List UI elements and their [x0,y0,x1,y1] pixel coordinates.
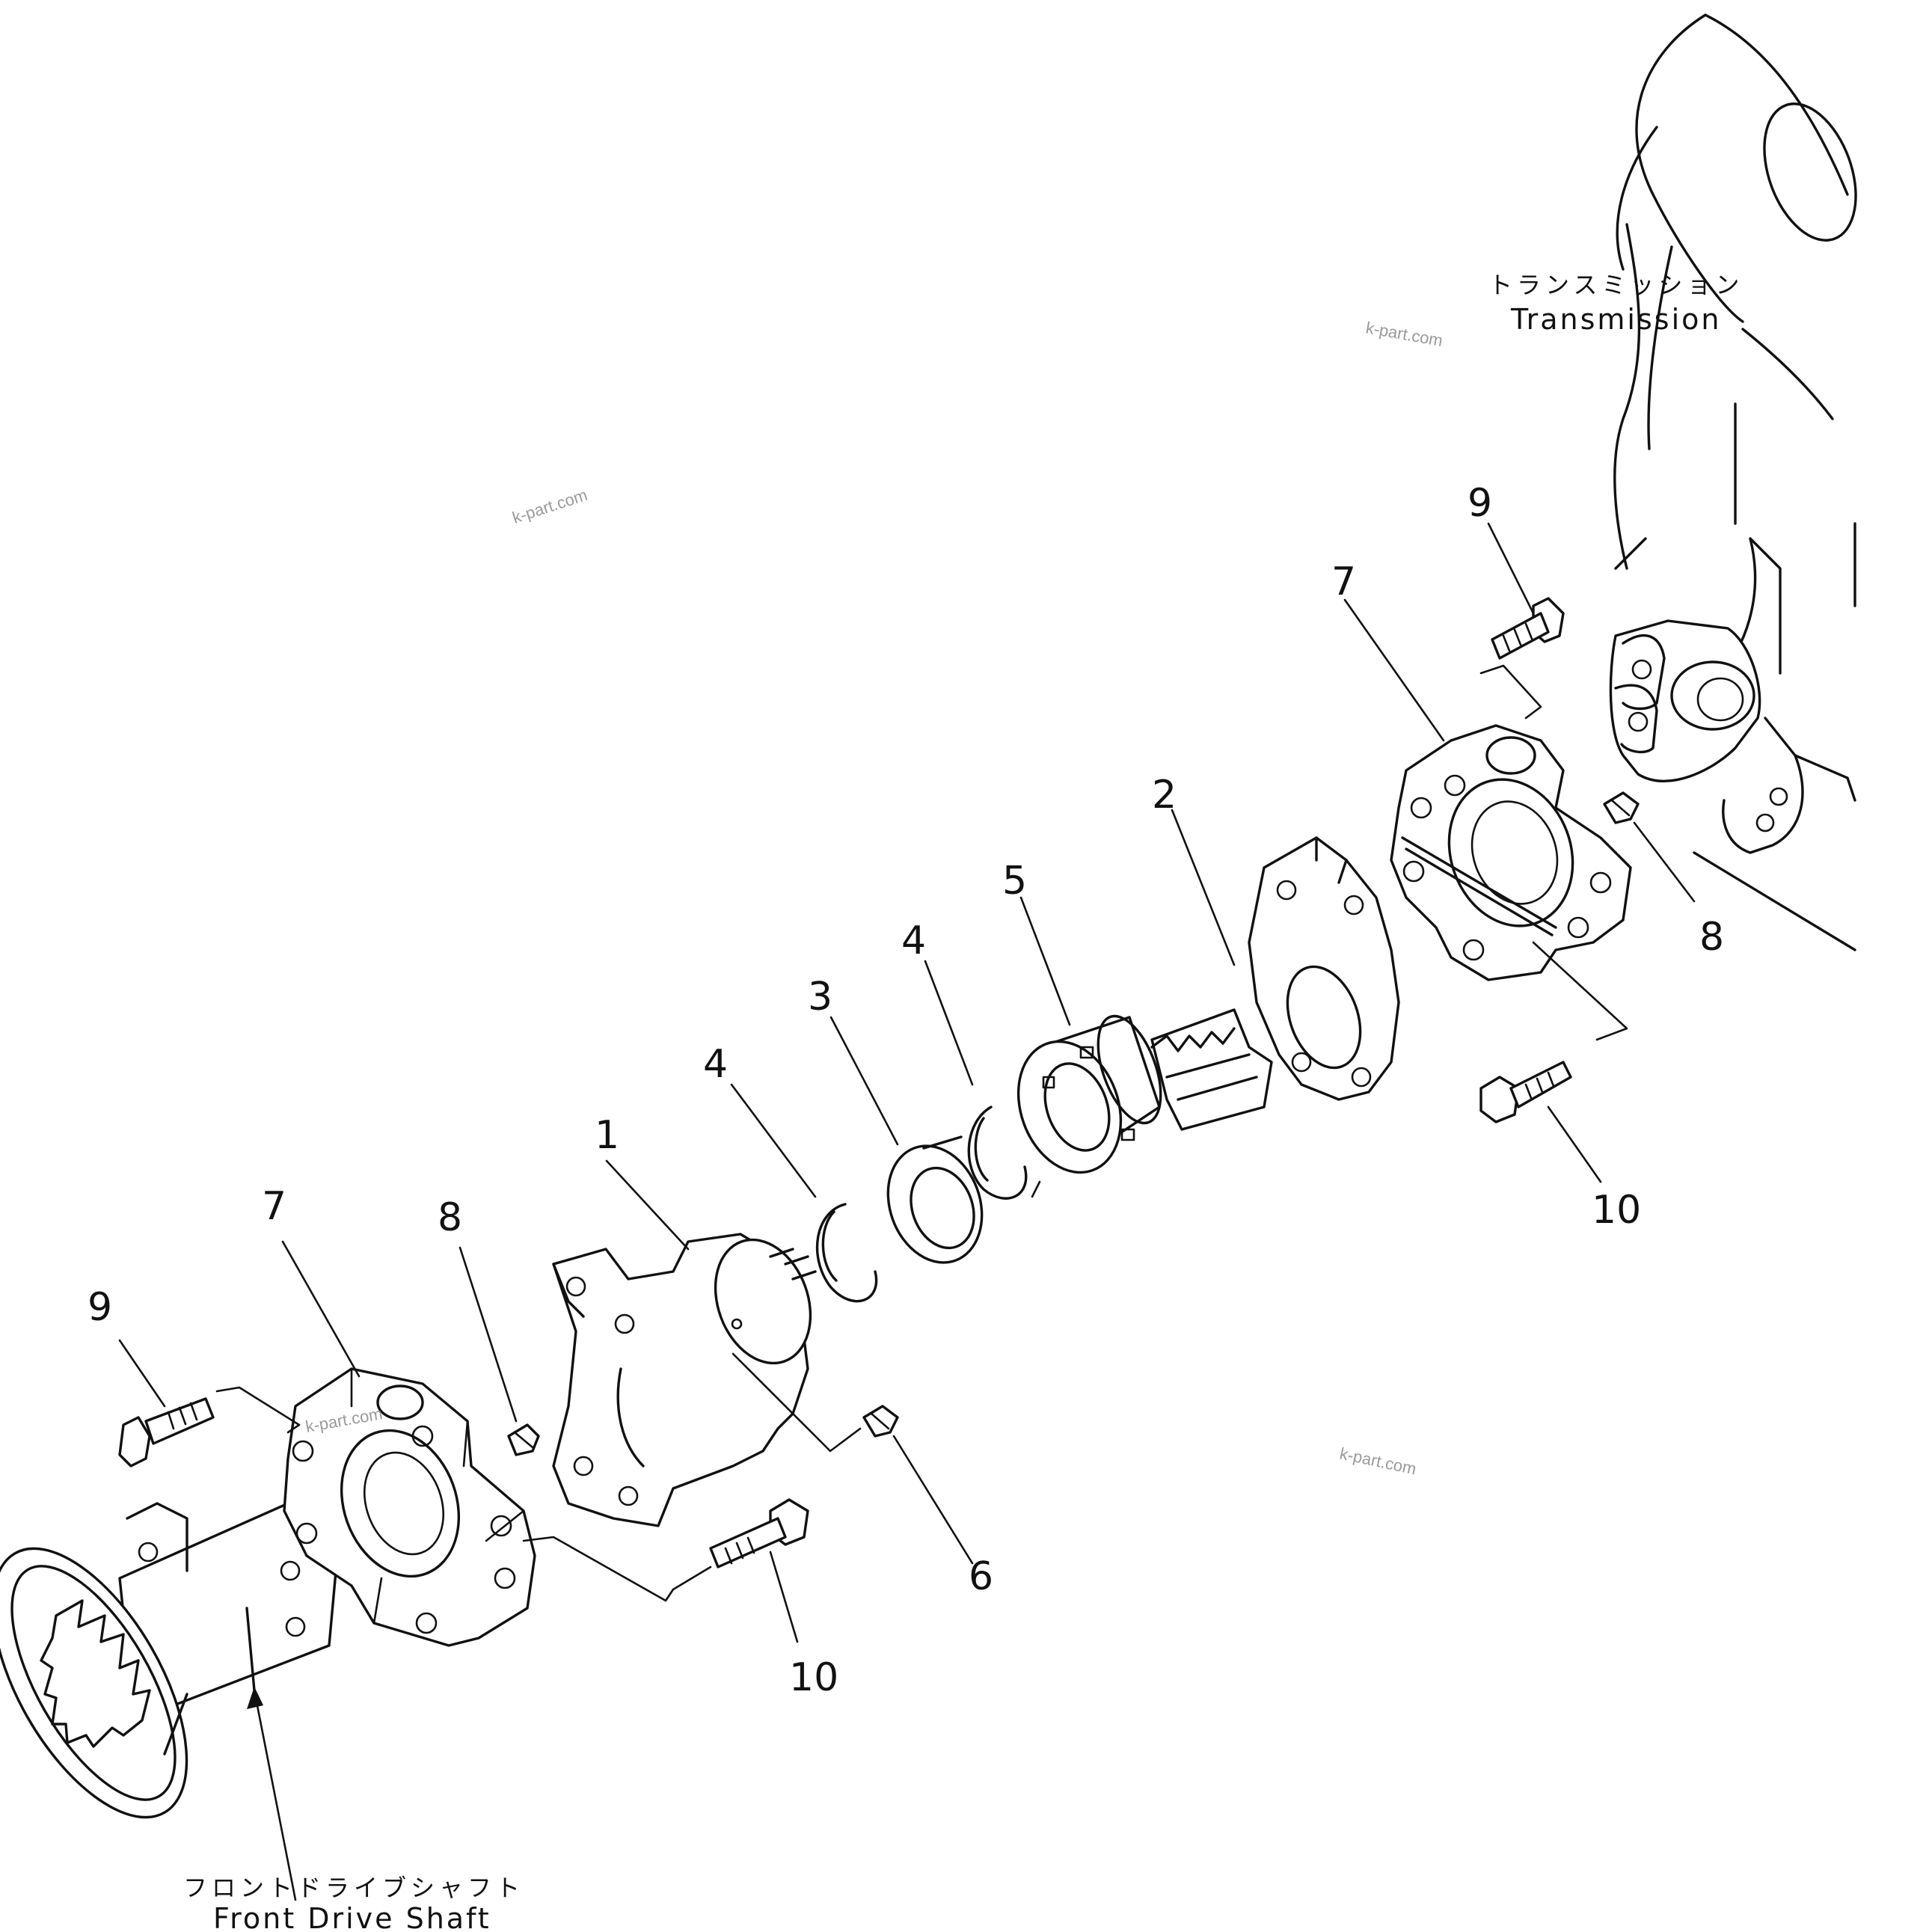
grease-fitting-8-left [507,1423,540,1456]
slip-yoke-part-2 [1150,836,1400,1131]
callout-3: 3 [808,975,832,1019]
callout-8-right: 8 [1699,915,1724,960]
watermark: k-part.com [1364,318,1444,350]
callout-numbers: 1 2 3 4 4 5 6 7 7 8 8 9 9 10 10 [88,481,1724,1700]
callout-10-right: 10 [1592,1188,1641,1233]
snap-ring-lower [815,1203,878,1303]
bolt-10-right [1479,1061,1572,1123]
callout-4-upper: 4 [901,919,926,963]
sleeve-part-5 [1016,1014,1162,1174]
assembly-lines [215,664,1628,1602]
front-drive-shaft-caption-en: Front Drive Shaft [213,1902,491,1932]
callout-6: 6 [969,1554,993,1599]
callout-2: 2 [1152,773,1177,818]
transmission-caption-jp: トランスミッション [1488,271,1744,299]
callout-9-left: 9 [88,1285,112,1330]
yoke-part-1 [552,1233,817,1527]
captions: トランスミッション Transmission フロントドライブシャフト Fron… [183,271,1744,1932]
callout-7-left: 7 [262,1184,286,1229]
callout-1: 1 [595,1113,619,1158]
transmission-caption-en: Transmission [1510,303,1721,336]
grease-fitting-8-right [1603,791,1640,824]
transmission-housing [1613,13,1857,951]
watermark: k-part.com [1338,1444,1418,1478]
callout-10-left: 10 [789,1655,838,1700]
callout-8-left: 8 [438,1195,462,1240]
cross-coupling-left [283,1367,536,1647]
transmission-yoke [1609,537,1856,854]
bolt-10-left [709,1498,809,1568]
bolt-9-right [1491,597,1565,660]
cross-coupling-right [1390,724,1632,981]
front-drive-shaft-caption-jp: フロントドライブシャフト [183,1874,524,1902]
front-drive-shaft-hub [0,1487,338,1819]
callout-7-right: 7 [1331,559,1356,604]
leader-lines [118,522,1696,1901]
grease-fitting-6 [862,1405,899,1438]
bolt-9-left [118,1397,215,1468]
callout-4-lower: 4 [703,1042,728,1087]
callout-5: 5 [1002,859,1027,904]
watermark: k-part.com [510,485,590,527]
seal-part-3 [886,1135,984,1264]
callout-9-right: 9 [1468,481,1492,526]
snap-ring-upper [967,1105,1028,1200]
